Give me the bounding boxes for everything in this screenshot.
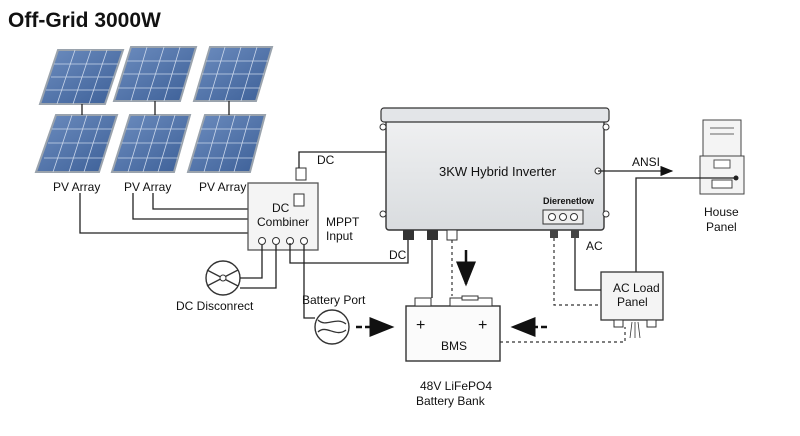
pv-feed-wire (152, 193, 258, 210)
inverter-label: 3KW Hybrid Inverter (439, 164, 557, 179)
battery (405, 295, 501, 362)
ac-load-panel (600, 271, 664, 339)
dc-wire-label: DC (317, 153, 335, 167)
mppt-label: Input (326, 229, 353, 243)
ac-wire (574, 238, 601, 291)
battery-bank-label: 48V LiFePO4 (420, 379, 492, 393)
solar-panel (38, 49, 125, 105)
ac-load-panel-label: Panel (617, 295, 648, 309)
diagram-title: Off-Grid 3000W (8, 9, 161, 32)
battery-port-icon (314, 309, 350, 345)
solar-panel (34, 114, 119, 173)
house-feed-wire (635, 177, 736, 272)
battery-plus: + (478, 317, 487, 334)
combiner-label: DC (272, 201, 290, 215)
dc-wire (298, 151, 395, 168)
battery-plus: + (416, 317, 425, 334)
pv-feed-wire (132, 193, 258, 220)
combiner-label: Combiner (257, 215, 309, 229)
dc-disconnect-label: DC Disconrect (176, 299, 254, 313)
ac-wire-dashed (553, 238, 601, 306)
solar-panel (192, 46, 274, 102)
ac-load-panel-label: AC Load (613, 281, 660, 295)
dc-bottom-wire (289, 240, 409, 264)
communication-link (500, 327, 626, 343)
ground-icon (629, 321, 641, 339)
ansi-label: ANSI (632, 155, 660, 169)
battery-bank-label: Battery Bank (416, 394, 486, 408)
dc-combiner-box (247, 167, 319, 251)
dc-disconnect-icon (205, 260, 241, 296)
bms-label: BMS (441, 339, 467, 353)
mppt-label: MPPT (326, 215, 360, 229)
hybrid-inverter (379, 107, 610, 241)
battery-port-wire (303, 245, 315, 319)
battery-port-label: Battery Port (302, 293, 366, 307)
inverter-brand: Dierenetlow (543, 196, 595, 206)
house-panel-label: Panel (706, 220, 737, 234)
disconnect-wire (240, 245, 263, 279)
solar-panel (112, 46, 198, 102)
disconnect-wire (240, 245, 277, 289)
ac-wire-label: AC (586, 239, 603, 253)
pv-array-label: PV Array (124, 180, 171, 194)
house-panel (699, 119, 745, 195)
dc-wire-label: DC (389, 248, 407, 262)
house-panel-label: House (704, 205, 739, 219)
pv-array-label: PV Array (53, 180, 100, 194)
pv-feed-wire (79, 193, 258, 234)
solar-panel-array (34, 46, 274, 173)
solar-panel (186, 114, 267, 173)
solar-panel (110, 114, 192, 173)
pv-array-label: PV Array (199, 180, 246, 194)
